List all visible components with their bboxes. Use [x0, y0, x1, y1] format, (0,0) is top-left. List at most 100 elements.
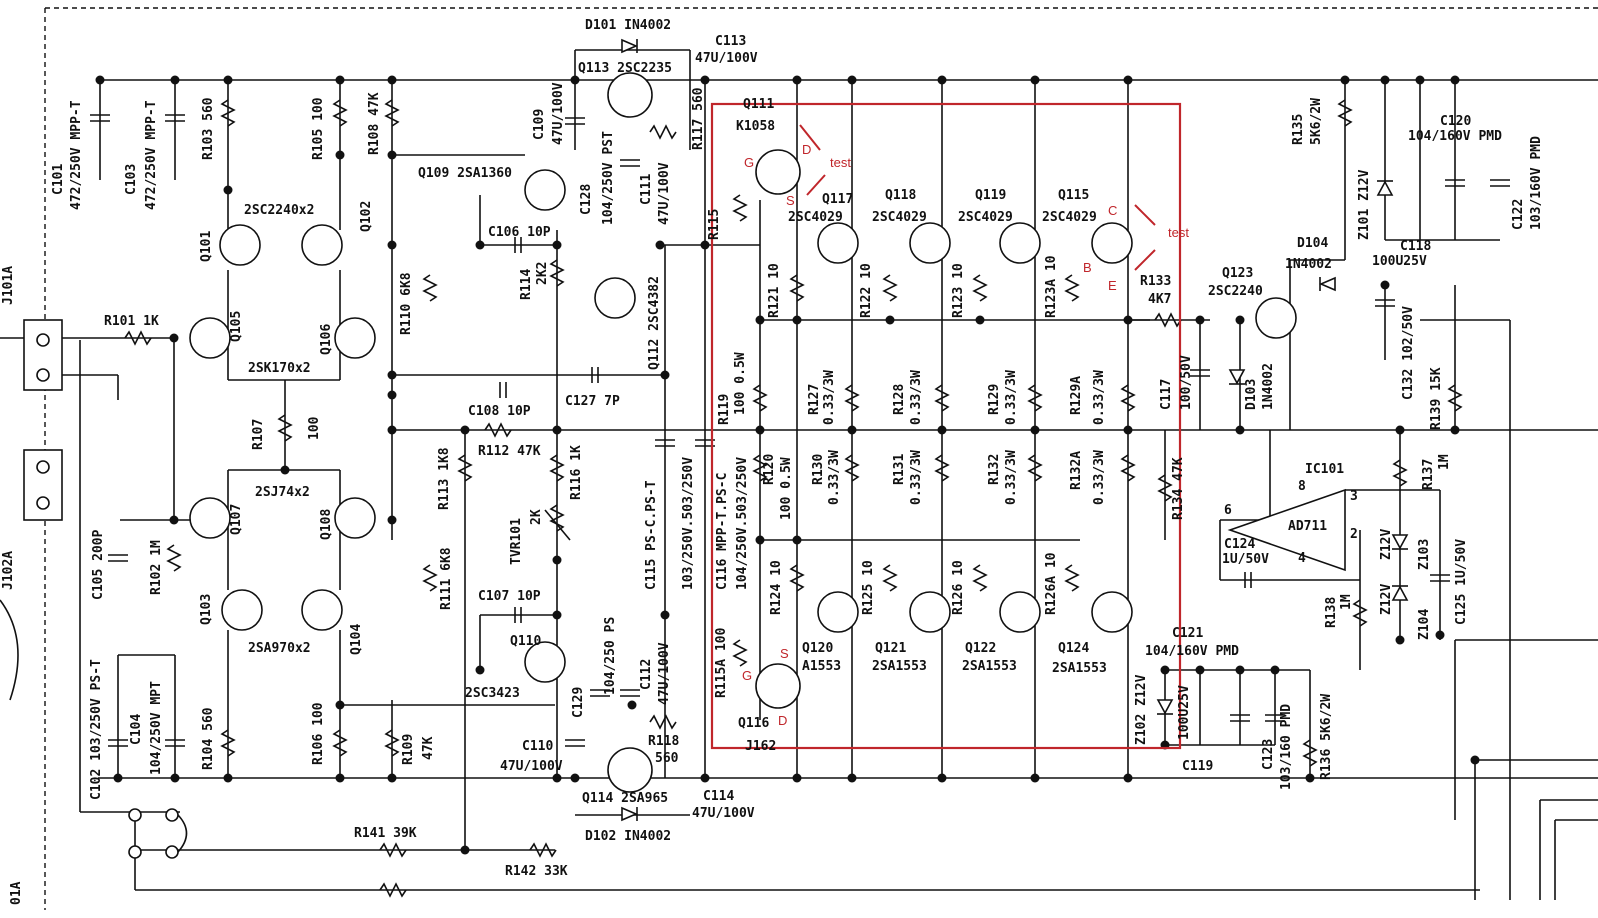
q116-label: Q116 [738, 716, 769, 731]
c129-val: 104/250 PS [603, 617, 618, 695]
pin-4: 4 [1298, 551, 1306, 566]
junction-dot [627, 700, 637, 710]
test-label-2: test [1168, 225, 1189, 240]
c101-label: C101 [51, 164, 66, 195]
c123-val: 103/160 PMD [1279, 704, 1294, 790]
d103-part: 1N4002 [1261, 363, 1276, 410]
r128-val: 0.33/3W [909, 370, 924, 425]
opamp-ic101 [1227, 488, 1346, 572]
r123-label: R123 10 [951, 263, 966, 318]
r107-label: R107 [251, 419, 266, 450]
junction-dot [1235, 315, 1245, 325]
r121-label: R121 10 [767, 263, 782, 318]
junction-dot [570, 773, 580, 783]
junction-dot [1470, 755, 1480, 765]
junction-dot [1030, 773, 1040, 783]
c128-label: C128 [579, 184, 594, 215]
c110-label: C110 [522, 739, 553, 754]
r109-val: 47K [421, 736, 436, 760]
junction-dot [280, 465, 290, 475]
junction-dot [885, 315, 895, 325]
c117-label: C117 [1159, 379, 1174, 410]
q103-104-pair: 2SA970x2 [248, 641, 311, 656]
r101-label: R101 1K [104, 314, 159, 329]
c104-label: C104 [129, 714, 144, 745]
junction-dot [223, 185, 233, 195]
pin-c: C [1108, 203, 1117, 218]
junction-dot [387, 150, 397, 160]
r127-val: 0.33/3W [822, 370, 837, 425]
pin-d-bot: D [778, 713, 787, 728]
junction-dot [1415, 75, 1425, 85]
junction-dot [1235, 425, 1245, 435]
c127-label: C127 7P [565, 394, 620, 409]
q109-label: Q109 2SA1360 [418, 166, 512, 181]
junction-dot [475, 240, 485, 250]
q119-label: Q119 [975, 188, 1006, 203]
z101-label: Z101 Z12V [1357, 169, 1372, 240]
c129-label: C129 [571, 687, 586, 718]
pin-8: 8 [1298, 479, 1306, 494]
junction-dot [335, 773, 345, 783]
q117-label: Q117 [822, 192, 853, 207]
q107-label: Q107 [229, 504, 244, 535]
r123a-label: R123A 10 [1044, 255, 1059, 318]
r125-label: R125 10 [861, 560, 876, 615]
transistors [189, 72, 1297, 793]
c124-label: C124 [1224, 537, 1255, 552]
q124-part: 2SA1553 [1052, 661, 1107, 676]
c109-label: C109 [532, 109, 547, 140]
r131-val: 0.33/3W [909, 450, 924, 505]
r111-label: R111 6K8 [439, 547, 454, 610]
tvr101-val: 2K [529, 509, 544, 525]
q104-label: Q104 [349, 624, 364, 655]
d104-label: D104 [1297, 236, 1328, 251]
r136-label: R136 5K6/2W [1319, 694, 1334, 780]
junction-dot [1123, 425, 1133, 435]
r132a-val: 0.33/3W [1092, 450, 1107, 505]
r122-label: R122 10 [859, 263, 874, 318]
junction-dot [335, 150, 345, 160]
q111-part: K1058 [736, 119, 775, 134]
q101-label: Q101 [199, 231, 214, 262]
c117-val: 100/50V [1179, 355, 1194, 410]
c105-label: C105 200P [91, 529, 106, 600]
c125-label: C125 1U/50V [1454, 539, 1469, 625]
junction-dot [792, 75, 802, 85]
c108-label: C108 10P [468, 404, 531, 419]
q116-part: J162 [745, 739, 776, 754]
c113-label: C113 [715, 34, 746, 49]
q113-label: Q113 2SC2235 [578, 61, 672, 76]
junction-dot [975, 315, 985, 325]
junction-dot [700, 75, 710, 85]
r108-label: R108 47K [367, 92, 382, 155]
q123-part: 2SC2240 [1208, 284, 1263, 299]
junction-dot [1235, 665, 1245, 675]
q121-part: 2SA1553 [872, 659, 927, 674]
junction-dot [170, 75, 180, 85]
r133-val: 4K7 [1148, 292, 1171, 307]
c115-label: C115 PS-C.PS-T [644, 480, 659, 590]
q102-label: Q102 [359, 201, 374, 232]
r126a-label: R126A 10 [1044, 552, 1059, 615]
r110-label: R110 6K8 [399, 272, 414, 335]
labels: J101A J102A 01A R101 1K C101 472/250V MP… [1, 18, 1544, 905]
junction-dot [792, 773, 802, 783]
junction-dot [387, 773, 397, 783]
junction-dot [660, 610, 670, 620]
r104-label: R104 560 [201, 707, 216, 770]
c112-label: C112 [639, 659, 654, 690]
junction-dot [792, 535, 802, 545]
d101-label: D101 IN4002 [585, 18, 671, 33]
r124-label: R124 10 [769, 560, 784, 615]
r139-label: R139 15K [1429, 367, 1444, 430]
junction-dot [655, 240, 665, 250]
diodes [621, 38, 1409, 822]
r115a-label: R115A 100 [714, 627, 729, 698]
junction-dot [387, 75, 397, 85]
r107-val: 100 [307, 416, 322, 440]
pin-2: 2 [1350, 527, 1358, 542]
junction-dot [170, 773, 180, 783]
junction-dot [1123, 75, 1133, 85]
junction-dot [1305, 773, 1315, 783]
